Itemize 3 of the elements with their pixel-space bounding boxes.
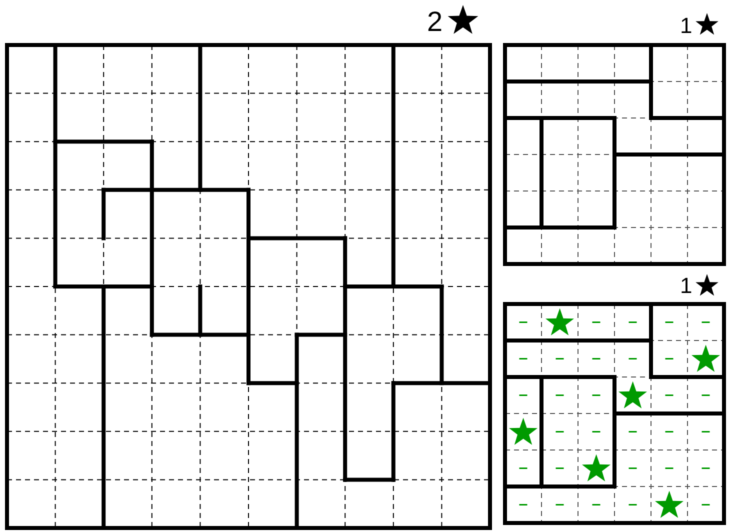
star-count-label: 1 [680,15,692,37]
star-count-label: 1 [680,275,692,297]
star-count-label: 2 [427,8,443,36]
